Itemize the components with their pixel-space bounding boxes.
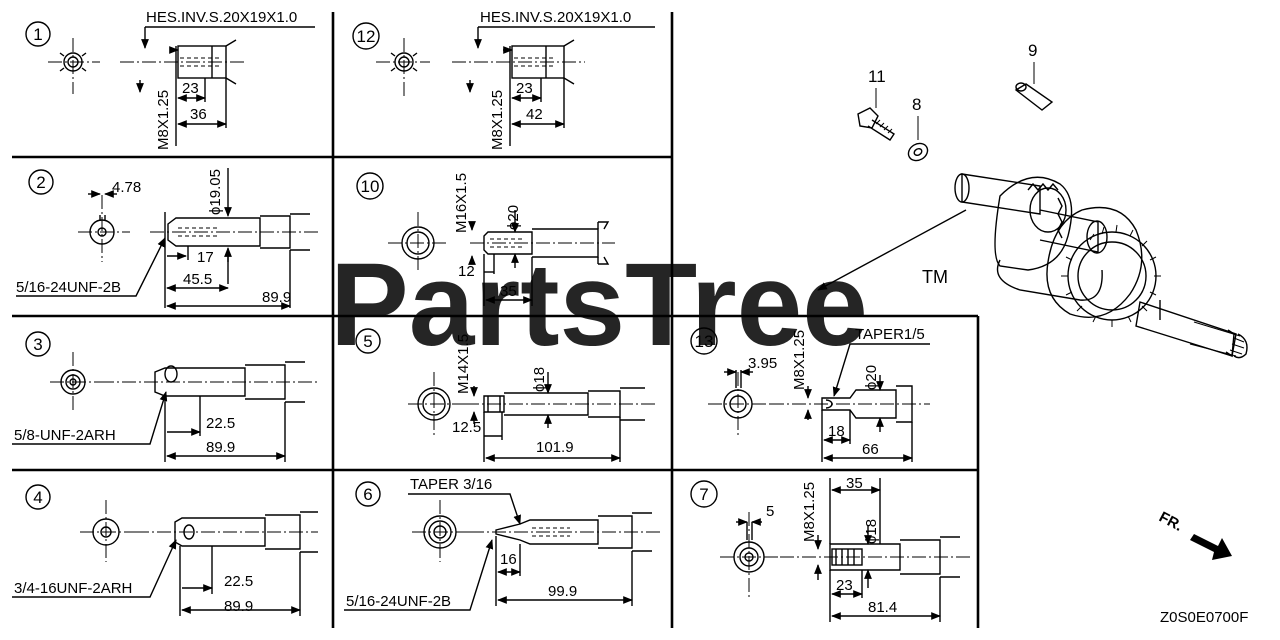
panel-7: 7 5 M8X1.25 35 ϕ18 23 81.4 [690,475,970,622]
panel-13-dia: ϕ20 [863,365,880,390]
panel-10-number: 10 [361,177,380,196]
panel-12-dim-42: 42 [526,106,543,123]
panel-10-dim-35: 35 [500,283,517,300]
panel-13: 13 3.95 M8X1.25 TAPER1/5 ϕ20 18 66 [690,326,930,462]
panel-12-thread: M8X1.25 [489,90,506,150]
panel-3-number: 3 [33,335,42,354]
panel-6-dim-99-9: 99.9 [548,583,577,600]
panel-10-dia: ϕ20 [505,205,522,230]
panel-4: 4 22.5 89.9 3/4-16UNF-2ARH [12,484,318,616]
panel-4-number-circle [25,484,51,510]
panel-13-taper: TAPER1/5 [855,326,925,343]
panel-2-dim-45-5: 45.5 [183,271,212,288]
panel-13-dim-66: 66 [862,441,879,458]
panel-7-number: 7 [699,485,708,504]
panel-13-number-circle [690,327,718,355]
callout-11: 11 [868,67,886,86]
panel-5-dim-101-9: 101.9 [536,439,574,456]
panel-2-thread: 5/16-24UNF-2B [16,279,121,296]
panel-7-key: 5 [766,503,774,520]
panel-1-dim-23: 23 [182,80,199,97]
callout-8: 8 [912,95,921,114]
panel-12-dim-23: 23 [516,80,533,97]
panel-1-thread: M8X1.25 [155,90,172,150]
panel-3-dim-89-9: 89.9 [206,439,235,456]
panel-13-dim-18: 18 [828,423,845,440]
watermark-text: PartsTree [330,239,868,371]
panel-6-number: 6 [363,485,372,504]
panel-1-number: 1 [33,25,42,44]
panel-6-number-circle [355,481,381,507]
panel-13-thread: M8X1.25 [791,330,808,390]
panel-10: 10 M16X1.5 ϕ20 12 35 [356,172,615,306]
watermark: PartsTree TM [330,239,948,371]
panel-3: 3 22.5 89.9 5/8-UNF-2ARH [12,331,318,462]
panel-2-dim-89-9: 89.9 [262,289,291,306]
panel-6: 6 TAPER 3/16 16 99.9 5/16-24UNF-2B [344,476,660,611]
panel-3-dim-22-5: 22.5 [206,415,235,432]
panel-5-dim-12-5: 12.5 [452,419,481,436]
panel-7-thread: M8X1.25 [801,482,818,542]
panel-5-number-circle [355,328,381,354]
panel-7-dim-23: 23 [836,577,853,594]
panel-5-number: 5 [363,332,372,351]
panel-5-thread: M14X1.5 [455,334,472,394]
pointer-arrow [817,209,967,291]
panel-4-number: 4 [33,488,42,507]
panel-7-dia: ϕ18 [863,519,880,544]
panel-2-number-circle [28,169,54,195]
panel-1-spec: HES.INV.S.20X19X1.0 [146,9,297,26]
panel-4-dim-22-5: 22.5 [224,573,253,590]
panel-12-number: 12 [357,27,376,46]
panel-2: 2 4.78 ϕ19.05 17 45.5 89.9 5/16-24UNF-2B [16,168,318,310]
panel-13-number: 13 [695,332,714,351]
panel-7-dim-81-4: 81.4 [868,599,897,616]
panel-10-number-circle [356,172,384,200]
panel-5-dia: ϕ18 [531,367,548,392]
watermark-tm: TM [922,267,948,287]
panel-3-number-circle [25,331,51,357]
panel-grid [12,12,980,628]
panel-13-key: 3.95 [748,355,777,372]
panel-12-number-circle [352,22,380,50]
panel-6-taper: TAPER 3/16 [410,476,492,493]
panel-2-key: 4.78 [112,179,141,196]
panel-10-thread: M16X1.5 [453,173,470,233]
panel-1-dim-36: 36 [190,106,207,123]
panel-2-dia: ϕ19.05 [207,169,224,215]
panel-2-number: 2 [36,173,45,192]
diagram-code: Z0S0E0700F [1160,609,1248,626]
part-pin-9: 9 [1014,41,1054,111]
front-indicator: FR. [1156,509,1232,560]
part-bolt-11: 11 [857,67,895,141]
panel-6-dim-16: 16 [500,551,517,568]
crankshaft-illustration [954,173,1248,359]
panel-12: 12 HES.INV.S.20X19X1.0 23 42 M8X1.25 [352,9,655,150]
panel-6-thread: 5/16-24UNF-2B [346,593,451,610]
panel-3-thread: 5/8-UNF-2ARH [14,427,116,444]
front-arrow-icon [1190,534,1232,560]
panel-1-number-circle [25,21,51,47]
front-label: FR. [1156,509,1185,535]
panel-5: 5 M14X1.5 ϕ18 12.5 101.9 [355,328,655,462]
panel-4-thread: 3/4-16UNF-2ARH [14,580,132,597]
panel-12-spec: HES.INV.S.20X19X1.0 [480,9,631,26]
panel-2-dim-17: 17 [197,249,214,266]
panel-7-number-circle [690,480,718,508]
callout-9: 9 [1028,41,1037,60]
panel-4-dim-89-9: 89.9 [224,598,253,615]
part-washer-8: 8 [907,95,929,162]
panel-10-dim-12: 12 [458,263,475,280]
panel-1: 1 HES.INV.S.20X19X1.0 23 36 M8X1.25 [25,9,315,150]
panel-7-dim-35: 35 [846,475,863,492]
